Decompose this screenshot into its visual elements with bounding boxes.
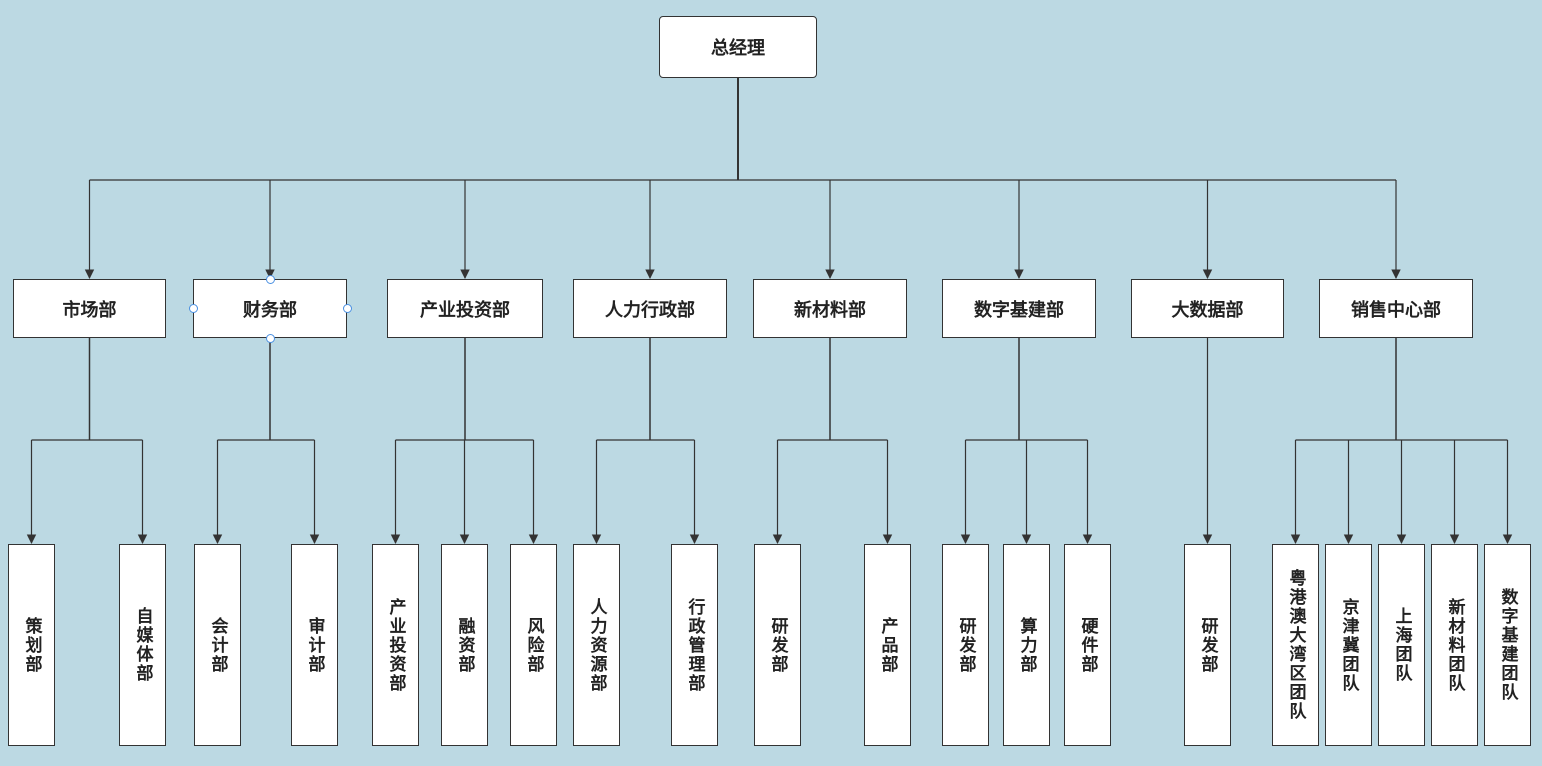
sub-department-node[interactable]: 产品部 (864, 544, 911, 746)
sub-department-label: 上海团队 (1391, 607, 1412, 683)
sub-department-node[interactable]: 审计部 (291, 544, 338, 746)
sub-department-label: 会计部 (207, 616, 228, 674)
sub-department-node[interactable]: 研发部 (942, 544, 989, 746)
sub-department-label: 产品部 (877, 616, 898, 674)
sub-department-label: 算力部 (1016, 616, 1037, 674)
department-node[interactable]: 大数据部 (1131, 279, 1284, 338)
sub-department-label: 人力资源部 (586, 597, 607, 693)
sub-department-label: 行政管理部 (684, 597, 705, 693)
sub-department-label: 产业投资部 (385, 597, 406, 693)
department-node[interactable]: 销售中心部 (1319, 279, 1473, 338)
department-label: 大数据部 (1171, 299, 1244, 321)
sub-department-label: 风险部 (523, 616, 544, 674)
sub-department-node[interactable]: 新材料团队 (1431, 544, 1478, 746)
selection-handle[interactable] (265, 274, 275, 284)
department-label: 新材料部 (794, 299, 866, 321)
sub-department-node[interactable]: 行政管理部 (671, 544, 718, 746)
sub-department-node[interactable]: 数字基建团队 (1484, 544, 1531, 746)
selection-handle[interactable] (342, 304, 352, 313)
sub-department-label: 新材料团队 (1444, 597, 1465, 693)
root-label: 总经理 (711, 38, 765, 59)
sub-department-label: 数字基建团队 (1497, 588, 1518, 702)
department-node[interactable]: 产业投资部 (387, 279, 543, 338)
sub-department-label: 研发部 (767, 616, 788, 674)
department-label: 销售中心部 (1351, 299, 1441, 321)
sub-department-node[interactable]: 粤港澳大湾区团队 (1272, 544, 1319, 746)
sub-department-label: 融资部 (454, 616, 475, 674)
sub-department-node[interactable]: 算力部 (1003, 544, 1050, 746)
department-node[interactable]: 财务部 (193, 279, 347, 338)
department-node[interactable]: 人力行政部 (573, 279, 727, 338)
department-label: 人力行政部 (605, 299, 695, 321)
sub-department-label: 粤港澳大湾区团队 (1285, 569, 1306, 721)
sub-department-node[interactable]: 上海团队 (1378, 544, 1425, 746)
department-node[interactable]: 新材料部 (753, 279, 907, 338)
department-label: 市场部 (62, 299, 117, 321)
sub-department-node[interactable]: 风险部 (510, 544, 557, 746)
sub-department-label: 京津冀团队 (1338, 597, 1359, 693)
sub-department-label: 审计部 (304, 616, 325, 674)
department-label: 财务部 (243, 299, 297, 321)
sub-department-node[interactable]: 人力资源部 (573, 544, 620, 746)
sub-department-node[interactable]: 研发部 (754, 544, 801, 746)
sub-department-label: 研发部 (955, 616, 976, 674)
sub-department-node[interactable]: 产业投资部 (372, 544, 419, 746)
sub-department-label: 研发部 (1197, 616, 1218, 674)
selection-handle[interactable] (188, 304, 198, 313)
sub-department-node[interactable]: 硬件部 (1064, 544, 1111, 746)
root-node[interactable]: 总经理 (659, 16, 817, 78)
sub-department-node[interactable]: 策划部 (8, 544, 55, 746)
sub-department-label: 自媒体部 (132, 607, 153, 683)
sub-department-node[interactable]: 会计部 (194, 544, 241, 746)
department-label: 产业投资部 (420, 299, 510, 321)
sub-department-node[interactable]: 京津冀团队 (1325, 544, 1372, 746)
sub-department-node[interactable]: 融资部 (441, 544, 488, 746)
sub-department-node[interactable]: 自媒体部 (119, 544, 166, 746)
department-node[interactable]: 数字基建部 (942, 279, 1096, 338)
department-node[interactable]: 市场部 (13, 279, 166, 338)
sub-department-label: 硬件部 (1077, 616, 1098, 674)
selection-handle[interactable] (265, 333, 275, 343)
department-label: 数字基建部 (974, 299, 1064, 321)
sub-department-node[interactable]: 研发部 (1184, 544, 1231, 746)
sub-department-label: 策划部 (21, 616, 42, 674)
